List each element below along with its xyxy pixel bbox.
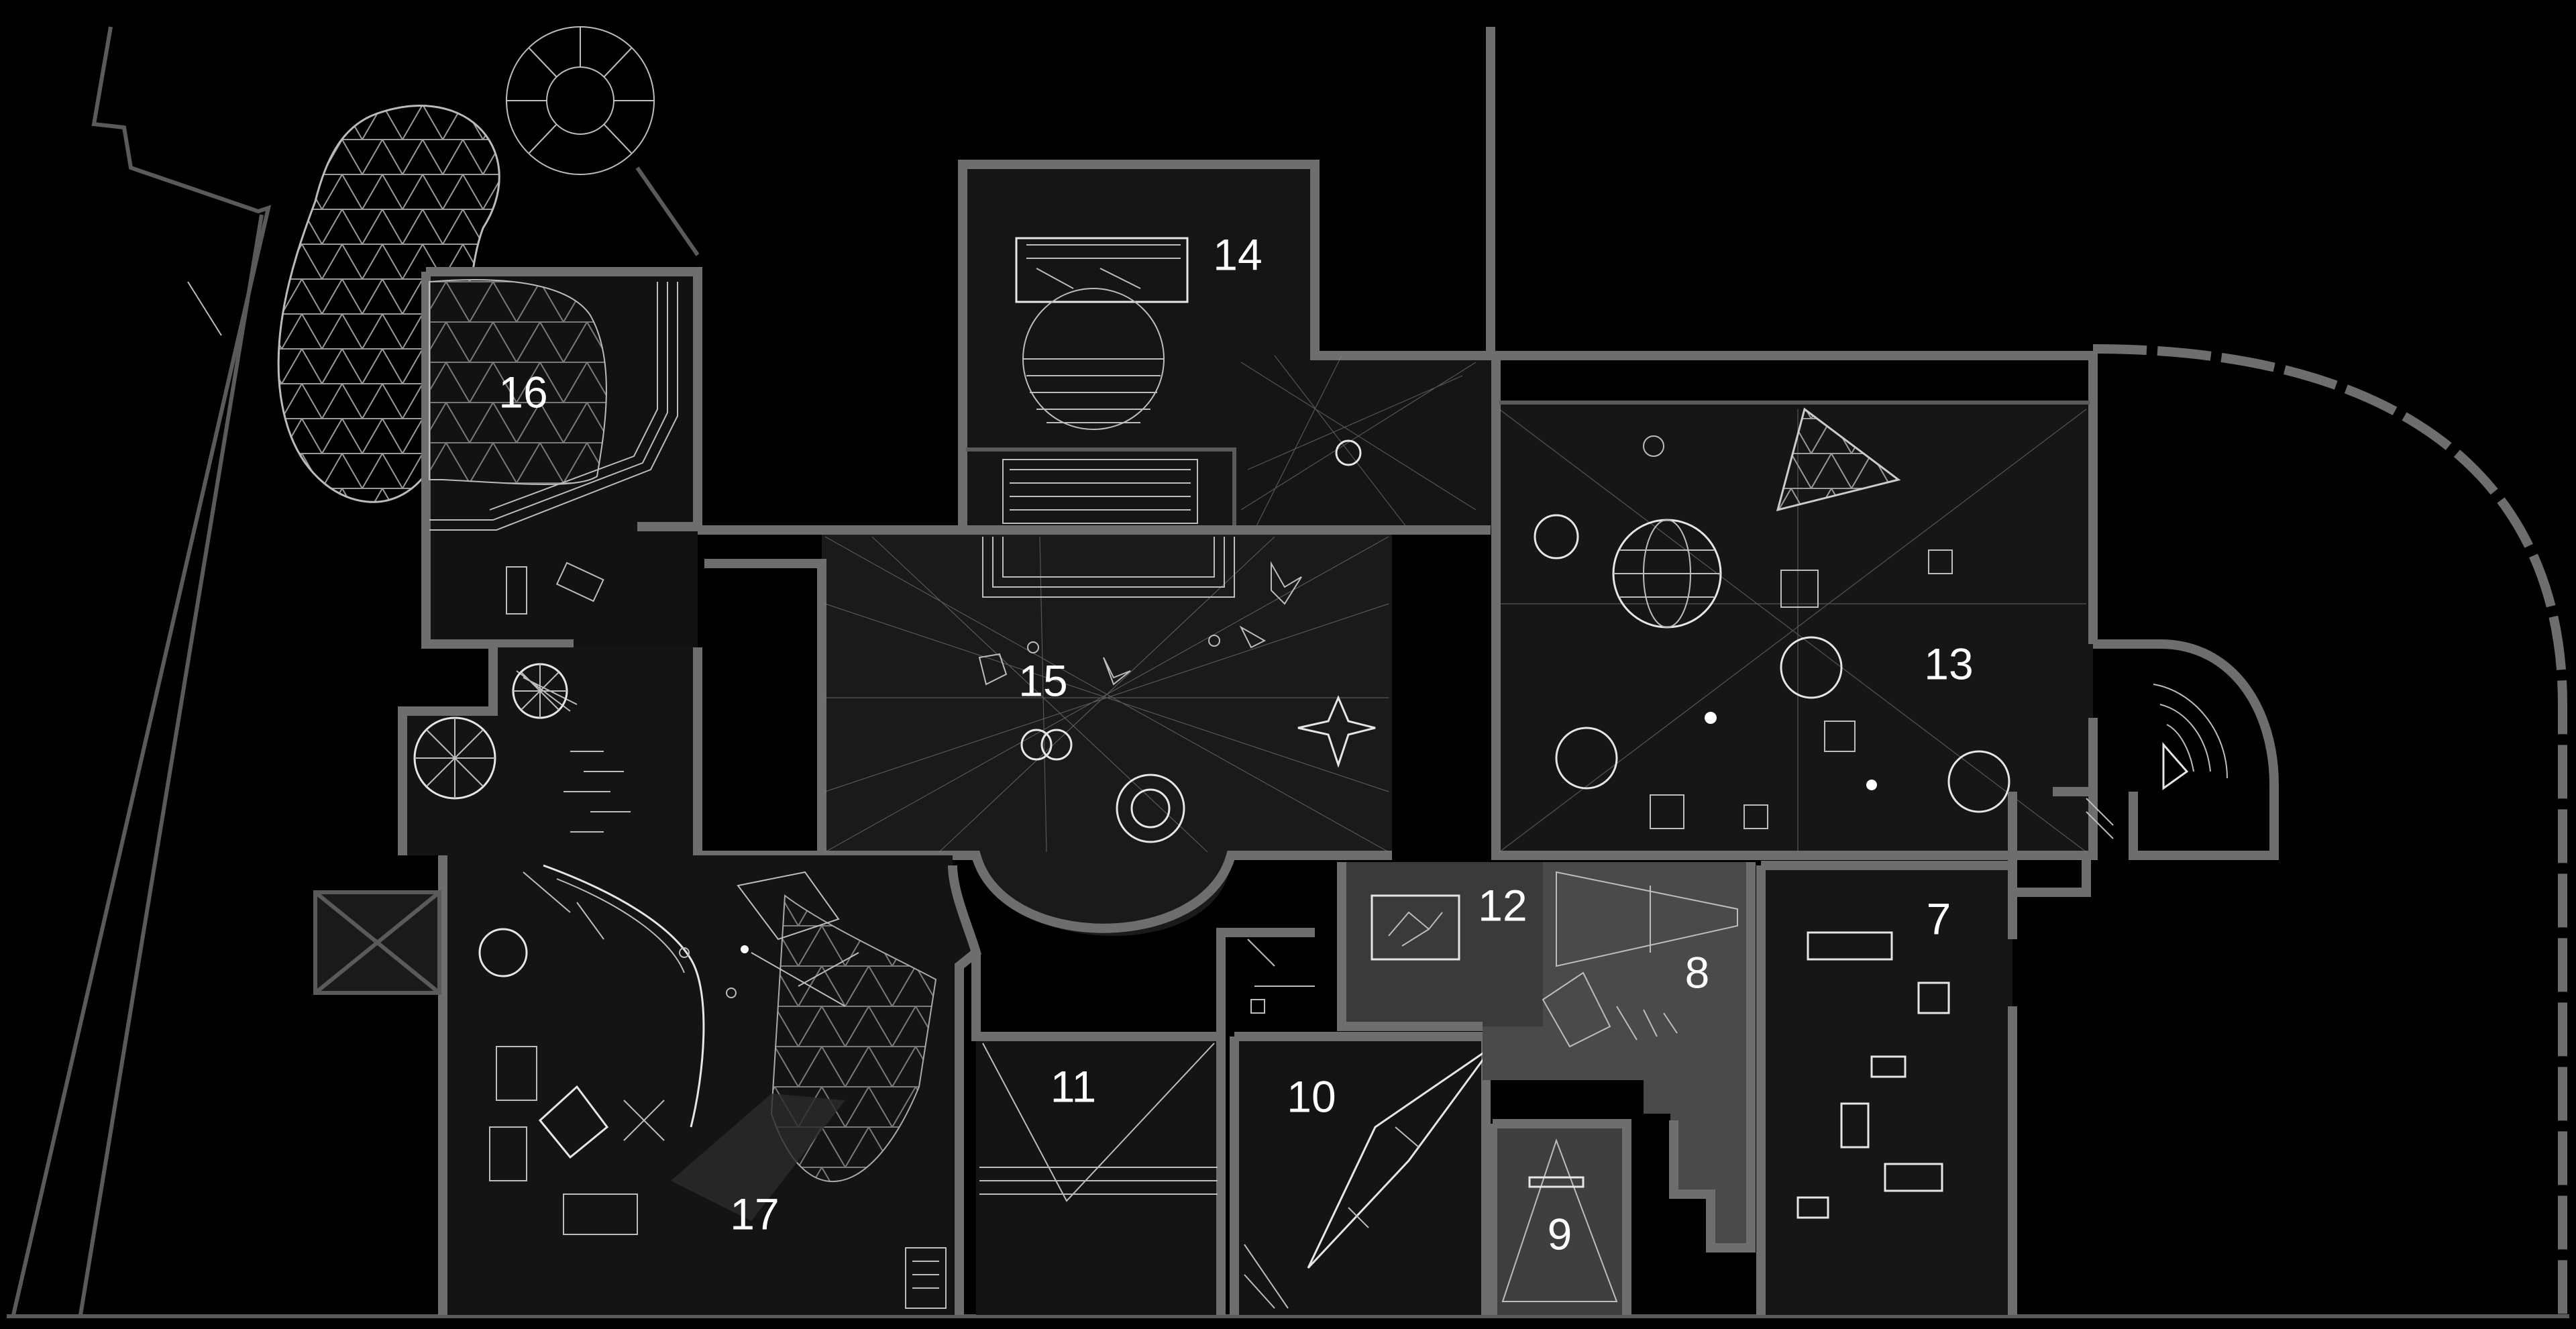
room-14-label: 14 (1213, 229, 1262, 279)
room-10-label: 10 (1287, 1071, 1336, 1121)
stair-hall (2008, 787, 2114, 855)
room-16[interactable]: 16 (277, 105, 702, 649)
room-15[interactable]: 15 (698, 525, 1491, 936)
room-10[interactable]: 10 (1230, 1032, 1494, 1315)
room-16-lattice-pad (429, 279, 607, 485)
room-8[interactable]: 8 (1483, 862, 1756, 1253)
spiral-stair-right (2093, 639, 2279, 860)
room-7-label: 7 (1927, 894, 1951, 943)
room-7[interactable]: 7 (1756, 855, 2091, 1315)
room-9-label: 9 (1548, 1209, 1572, 1259)
room-16-label: 16 (498, 367, 547, 417)
room-15-label: 15 (1018, 655, 1067, 705)
room-17-label: 17 (730, 1189, 779, 1238)
room-17[interactable]: 17 (313, 855, 982, 1315)
room-11[interactable]: 11 (971, 928, 1315, 1315)
room-14[interactable]: 14 (958, 160, 1493, 531)
exterior-outline (7, 26, 2569, 1318)
room-13-label: 13 (1924, 639, 1973, 688)
room-12[interactable]: 12 (1337, 862, 1543, 1031)
left-corridor-zone (187, 281, 702, 855)
spiral-stair-top (506, 26, 700, 256)
room-9[interactable]: 9 (1488, 1119, 1631, 1315)
room-8-label: 8 (1685, 947, 1710, 997)
room-11-label: 11 (1051, 1061, 1097, 1111)
room-12-label: 12 (1478, 880, 1527, 930)
room-13[interactable]: 13 (1491, 351, 2098, 860)
